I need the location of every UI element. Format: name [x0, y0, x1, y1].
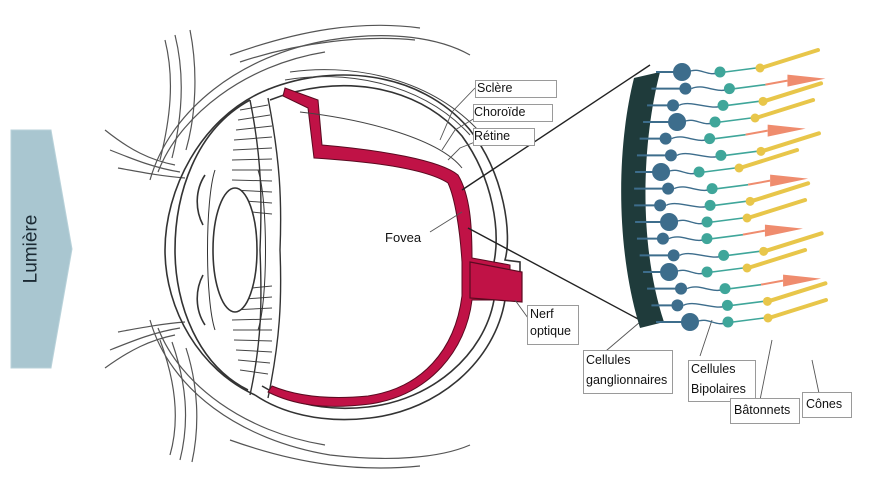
bipolar-cell [715, 150, 726, 161]
rod-cell [754, 183, 808, 200]
bipolar-process [712, 268, 743, 272]
light-arrow-label-wrap: Lumière [11, 130, 51, 368]
bipolar-process [726, 151, 757, 155]
rod-cell [771, 283, 825, 300]
bipolar-cell [723, 317, 734, 328]
bipolar-process [733, 318, 764, 322]
rod-cell [764, 50, 818, 67]
bipolar-cell [701, 233, 712, 244]
cone-cell [765, 225, 803, 237]
bipolar-cell [722, 300, 733, 311]
rod-cell [772, 300, 826, 317]
ganglion-cell [671, 299, 683, 311]
upper-eyelid [105, 25, 470, 180]
ganglion-dendrite [672, 137, 710, 140]
label-nerf-line1: Nerf [530, 307, 554, 322]
label-bipolar-line2: Bipolaires [691, 382, 746, 397]
label-sclere: Sclère [477, 81, 512, 96]
optic-nerve [470, 262, 522, 302]
cone-cell [768, 125, 806, 137]
rod-cell [765, 133, 819, 150]
light-arrow-label: Lumière [20, 215, 42, 284]
bipolar-cell [718, 100, 729, 111]
bipolar-process [715, 201, 746, 205]
bipolar-process [717, 185, 748, 189]
label-choroide: Choroïde [474, 105, 525, 120]
ganglion-cell [657, 233, 669, 245]
bipolar-cell [710, 117, 721, 128]
label-ganglion-line2: ganglionnaires [586, 373, 667, 388]
ganglion-cell [675, 283, 687, 295]
label-bipolar-line1: Cellules [691, 362, 735, 377]
ganglion-dendrite [679, 104, 723, 107]
retinal-cells [634, 50, 826, 331]
cone-stalk [746, 131, 768, 135]
ganglion-cell [662, 183, 674, 195]
rod-cell [751, 250, 805, 267]
ganglion-cell [665, 149, 677, 161]
ganglion-dendrite [691, 87, 729, 90]
ganglion-cell [660, 133, 672, 145]
label-nerf-line2: optique [530, 324, 571, 339]
bipolar-process [712, 235, 743, 239]
ganglion-cell [668, 249, 680, 261]
label-fovea: Fovea [385, 230, 421, 245]
ganglion-dendrite [677, 154, 721, 157]
rod-cell [767, 83, 821, 100]
ganglion-dendrite [669, 237, 707, 240]
cone-stalk [765, 81, 787, 85]
bipolar-cell [707, 183, 718, 194]
label-batonnets: Bâtonnets [734, 403, 790, 418]
ganglion-dendrite [674, 187, 712, 190]
sclera-outline [255, 75, 520, 420]
bipolar-process [720, 118, 751, 122]
bipolar-process [734, 85, 765, 89]
label-ganglion-line1: Cellules [586, 353, 630, 368]
rod-cell [768, 233, 822, 250]
bipolar-cell [694, 167, 705, 178]
cone-stalk [743, 231, 765, 235]
bipolar-process [730, 285, 761, 289]
bipolar-process [728, 101, 759, 105]
bipolar-process [725, 68, 756, 72]
bipolar-cell [705, 200, 716, 211]
label-cones: Cônes [806, 397, 842, 412]
bipolar-cell [718, 250, 729, 261]
lens [197, 170, 265, 330]
ganglion-dendrite [683, 304, 727, 307]
cone-stalk [761, 281, 783, 285]
bipolar-cell [702, 267, 713, 278]
ganglion-dendrite [680, 254, 724, 257]
label-retine: Rétine [474, 129, 510, 144]
cone-stalk [748, 181, 770, 185]
bipolar-cell [702, 217, 713, 228]
bipolar-cell [715, 67, 726, 78]
ganglion-dendrite [687, 287, 725, 290]
bipolar-cell [724, 83, 735, 94]
bipolar-cell [704, 133, 715, 144]
bipolar-process [712, 218, 743, 222]
bipolar-process [732, 301, 763, 305]
bipolar-process [715, 135, 746, 139]
ganglion-dendrite [666, 204, 710, 207]
rod-cell [751, 200, 805, 217]
ganglion-cell [667, 99, 679, 111]
ganglion-cell [654, 199, 666, 211]
bipolar-process [704, 168, 735, 172]
bipolar-cell [720, 283, 731, 294]
bipolar-process [729, 251, 760, 255]
ganglion-cell [679, 83, 691, 95]
